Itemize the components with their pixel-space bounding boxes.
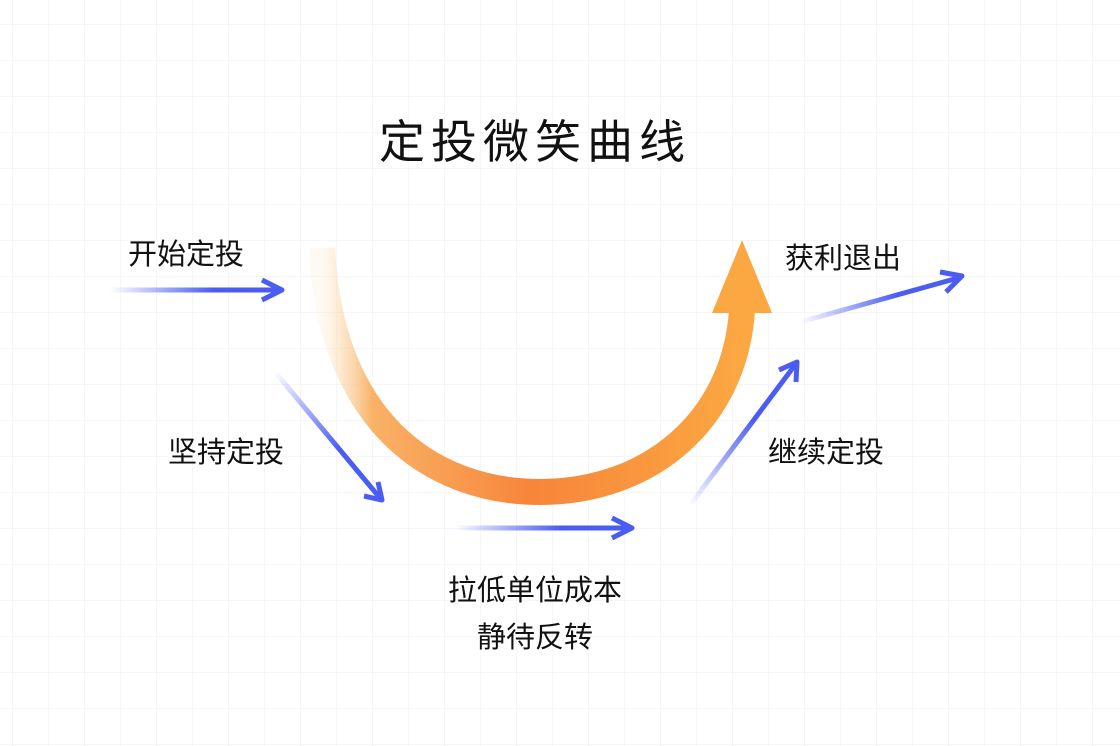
arrow-lower-cost xyxy=(455,515,635,541)
curve-arrowhead-icon xyxy=(712,240,772,313)
arrow-continue xyxy=(688,359,800,507)
smile-curve xyxy=(309,240,772,506)
label-take-profit: 获利退出 xyxy=(785,241,901,275)
label-wait: 静待反转 xyxy=(477,620,593,654)
label-lower-cost: 拉低单位成本 xyxy=(448,573,622,607)
label-continue: 继续定投 xyxy=(768,435,884,469)
arrow-start xyxy=(110,277,285,303)
arrow-persist xyxy=(273,370,385,503)
arrow-take-profit xyxy=(799,269,965,325)
label-persist: 坚持定投 xyxy=(168,435,284,469)
diagram-title: 定投微笑曲线 xyxy=(379,115,691,169)
label-start: 开始定投 xyxy=(128,237,244,271)
